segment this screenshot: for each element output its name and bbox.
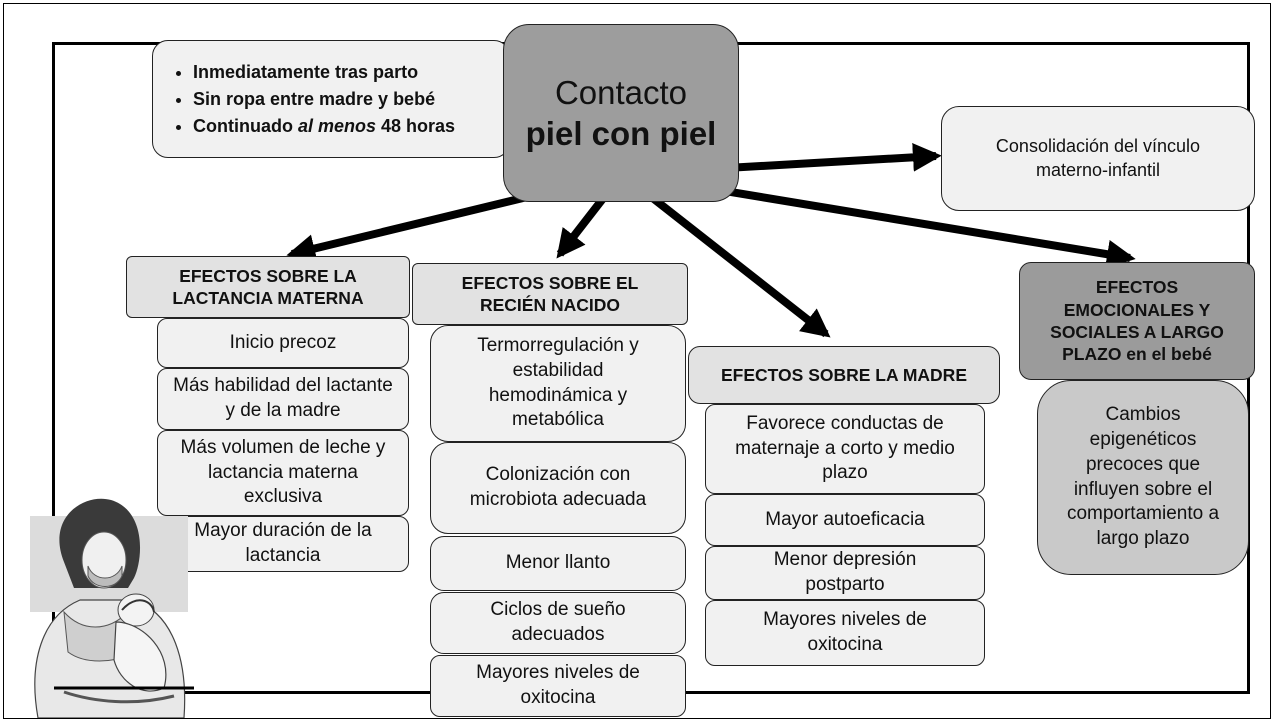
madre-item-text: Menor depresión postparto: [773, 549, 917, 595]
conditions-list: Inmediatamente tras parto Sin ropa entre…: [167, 59, 499, 140]
vinculo-text: Consolidación del vínculo materno-infant…: [995, 136, 1201, 180]
emocionales-item: Cambios epigenéticos precoces que influy…: [1037, 380, 1249, 575]
conditions-box: Inmediatamente tras parto Sin ropa entre…: [152, 40, 510, 158]
condition-emphasis: al menos: [297, 116, 377, 136]
header-madre-text: EFECTOS SOBRE LA MADRE: [721, 364, 967, 385]
header-lactancia: EFECTOS SOBRE LA LACTANCIA MATERNA: [126, 256, 410, 318]
madre-item-text: Favorece conductas de maternaje a corto …: [735, 412, 955, 484]
recien-nacido-item: Menor llanto: [430, 536, 686, 591]
lactancia-item: Más volumen de leche y lactancia materna…: [157, 430, 409, 516]
lactancia-item: Mayor duración de la lactancia: [157, 516, 409, 572]
header-emocionales-text: EFECTOS EMOCIONALES Y SOCIALES A LARGO P…: [1050, 277, 1224, 365]
header-lactancia-text: EFECTOS SOBRE LA LACTANCIA MATERNA: [172, 265, 364, 308]
recien-nacido-item: Colonización con microbiota adecuada: [430, 442, 686, 534]
recien-nacido-item: Termorregulación y estabilidad hemodinám…: [430, 325, 686, 442]
madre-item-text: Mayor autoeficacia: [765, 508, 925, 530]
recien-nacido-item-text: Termorregulación y estabilidad hemodinám…: [477, 335, 639, 431]
central-title-line1: Contacto: [554, 73, 688, 111]
madre-item: Menor depresión postparto: [705, 546, 985, 600]
madre-item: Mayores niveles de oxitocina: [705, 600, 985, 666]
madre-item-text: Mayores niveles de oxitocina: [763, 609, 927, 655]
slide-border: [3, 3, 1271, 719]
vinculo-box: Consolidación del vínculo materno-infant…: [941, 106, 1255, 211]
mother-baby-illustration: [30, 498, 194, 718]
lactancia-item: Inicio precoz: [157, 318, 409, 368]
lactancia-item: Más habilidad del lactante y de la madre: [157, 368, 409, 430]
recien-nacido-item-text: Mayores niveles de oxitocina: [476, 662, 640, 708]
condition-item: Sin ropa entre madre y bebé: [193, 86, 499, 113]
recien-nacido-item-text: Menor llanto: [505, 552, 611, 574]
madre-item: Mayor autoeficacia: [705, 494, 985, 546]
lactancia-item-text: Más habilidad del lactante y de la madre: [173, 375, 393, 421]
header-emocionales: EFECTOS EMOCIONALES Y SOCIALES A LARGO P…: [1019, 262, 1255, 380]
lactancia-item-text: Más volumen de leche y lactancia materna…: [180, 436, 386, 508]
header-recien-nacido-text: EFECTOS SOBRE EL RECIÉN NACIDO: [461, 272, 639, 315]
recien-nacido-item-text: Ciclos de sueño adecuados: [490, 599, 626, 645]
recien-nacido-item-text: Colonización con microbiota adecuada: [469, 464, 647, 510]
central-node: Contacto piel con piel: [503, 24, 739, 202]
condition-text: Continuado: [193, 116, 298, 136]
header-recien-nacido: EFECTOS SOBRE EL RECIÉN NACIDO: [412, 263, 688, 325]
emocionales-item-text: Cambios epigenéticos precoces que influy…: [1066, 404, 1220, 549]
condition-item: Inmediatamente tras parto: [193, 59, 499, 86]
central-title-line2: piel con piel: [525, 115, 717, 152]
recien-nacido-item: Ciclos de sueño adecuados: [430, 592, 686, 654]
recien-nacido-item: Mayores niveles de oxitocina: [430, 655, 686, 717]
lactancia-item-text: Mayor duración de la lactancia: [194, 520, 372, 566]
header-madre: EFECTOS SOBRE LA MADRE: [688, 346, 1000, 404]
madre-item: Favorece conductas de maternaje a corto …: [705, 404, 985, 494]
condition-text: 48 horas: [376, 116, 456, 136]
lactancia-item-text: Inicio precoz: [229, 331, 337, 353]
condition-item: Continuado al menos 48 horas: [193, 113, 499, 140]
